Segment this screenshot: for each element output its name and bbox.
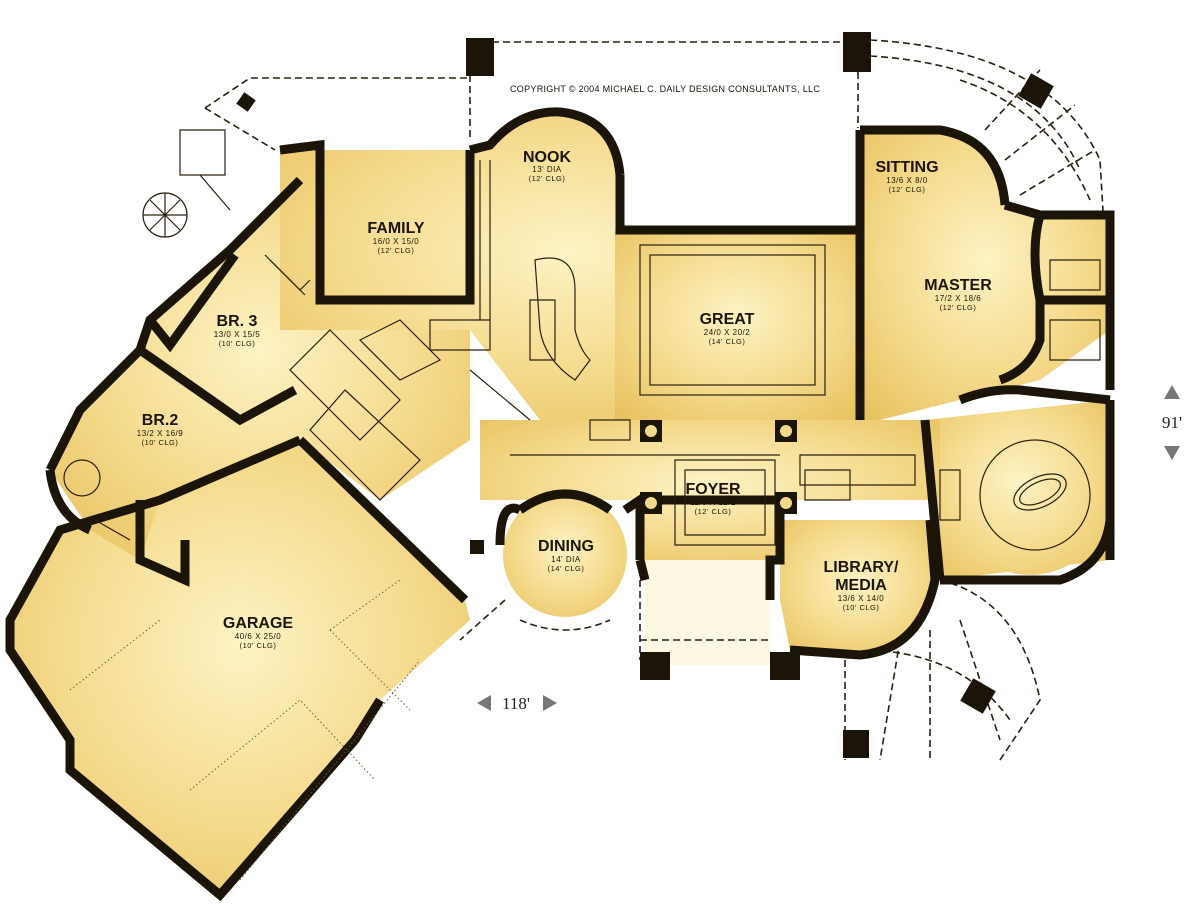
overall-depth: 91' <box>1162 413 1182 432</box>
svg-text:40/6 X 25/0: 40/6 X 25/0 <box>235 632 281 641</box>
room-label-library: LIBRARY/ MEDIA 13/6 X 14/0 (10' CLG) <box>824 559 900 612</box>
svg-text:13/2 X 16/9: 13/2 X 16/9 <box>137 429 183 438</box>
arrow-up-icon <box>1164 385 1180 399</box>
svg-text:16/0 X 15/0: 16/0 X 15/0 <box>373 237 419 246</box>
svg-text:MASTER: MASTER <box>924 277 992 294</box>
svg-text:24/0 X 20/2: 24/0 X 20/2 <box>704 328 750 337</box>
room-label-dining: DINING 14' DIA (14' CLG) <box>538 538 594 573</box>
arrow-down-icon <box>1164 446 1180 460</box>
svg-text:(10' CLG): (10' CLG) <box>240 641 277 650</box>
svg-text:13/6 X 8/0: 13/6 X 8/0 <box>886 176 928 185</box>
svg-text:17/2 X 18/6: 17/2 X 18/6 <box>935 294 981 303</box>
arrow-right-icon <box>543 695 557 711</box>
overall-width: 118' <box>502 694 530 713</box>
svg-text:BR. 3: BR. 3 <box>217 313 258 330</box>
svg-text:MEDIA: MEDIA <box>835 577 887 594</box>
svg-text:LIBRARY/: LIBRARY/ <box>824 559 900 576</box>
svg-text:14' DIA: 14' DIA <box>551 555 581 564</box>
svg-text:(12' CLG): (12' CLG) <box>529 174 566 183</box>
svg-text:GREAT: GREAT <box>700 311 755 328</box>
room-label-great: GREAT 24/0 X 20/2 (14' CLG) <box>700 311 755 346</box>
room-label-foyer: FOYER 11/8 X 12/2 (12' CLG) <box>685 481 741 516</box>
svg-text:13' DIA: 13' DIA <box>532 165 562 174</box>
svg-text:BR.2: BR.2 <box>142 412 179 429</box>
svg-text:SITTING: SITTING <box>875 159 938 176</box>
room-label-family: FAMILY 16/0 X 15/0 (12' CLG) <box>367 220 425 255</box>
svg-text:(14' CLG): (14' CLG) <box>548 564 585 573</box>
room-label-master: MASTER 17/2 X 18/6 (12' CLG) <box>924 277 992 312</box>
svg-text:(12' CLG): (12' CLG) <box>378 246 415 255</box>
room-label-garage: GARAGE 40/6 X 25/0 (10' CLG) <box>223 615 294 650</box>
svg-text:(10' CLG): (10' CLG) <box>219 339 256 348</box>
arrow-left-icon <box>477 695 491 711</box>
overall-width-marker: 118' <box>477 694 557 713</box>
svg-text:GARAGE: GARAGE <box>223 615 294 632</box>
svg-text:13/6 X 14/0: 13/6 X 14/0 <box>838 594 884 603</box>
overall-depth-marker: 91' <box>1162 385 1182 460</box>
room-label-sitting: SITTING 13/6 X 8/0 (12' CLG) <box>875 159 938 194</box>
rear-patio <box>204 32 871 151</box>
svg-text:(12' CLG): (12' CLG) <box>695 507 732 516</box>
floor-areas <box>10 111 1110 895</box>
svg-text:11/8 X 12/2: 11/8 X 12/2 <box>690 498 736 507</box>
room-label-br2: BR.2 13/2 X 16/9 (10' CLG) <box>137 412 183 447</box>
svg-text:(10' CLG): (10' CLG) <box>142 438 179 447</box>
svg-text:NOOK: NOOK <box>523 149 571 166</box>
svg-text:(12' CLG): (12' CLG) <box>889 185 926 194</box>
svg-text:13/0 X 15/5: 13/0 X 15/5 <box>214 330 260 339</box>
svg-text:DINING: DINING <box>538 538 594 555</box>
master-deck <box>843 39 1111 761</box>
svg-text:FOYER: FOYER <box>685 481 741 498</box>
room-label-nook: NOOK 13' DIA (12' CLG) <box>523 149 571 183</box>
svg-text:(12' CLG): (12' CLG) <box>940 303 977 312</box>
interior-details <box>63 129 1101 881</box>
svg-text:(10' CLG): (10' CLG) <box>843 603 880 612</box>
svg-text:FAMILY: FAMILY <box>367 220 425 237</box>
walls <box>5 107 1115 902</box>
copyright-note: COPYRIGHT © 2004 MICHAEL C. DAILY DESIGN… <box>510 84 820 94</box>
svg-text:(14' CLG): (14' CLG) <box>709 337 746 346</box>
room-label-br3: BR. 3 13/0 X 15/5 (10' CLG) <box>214 313 260 348</box>
columns <box>470 420 800 680</box>
